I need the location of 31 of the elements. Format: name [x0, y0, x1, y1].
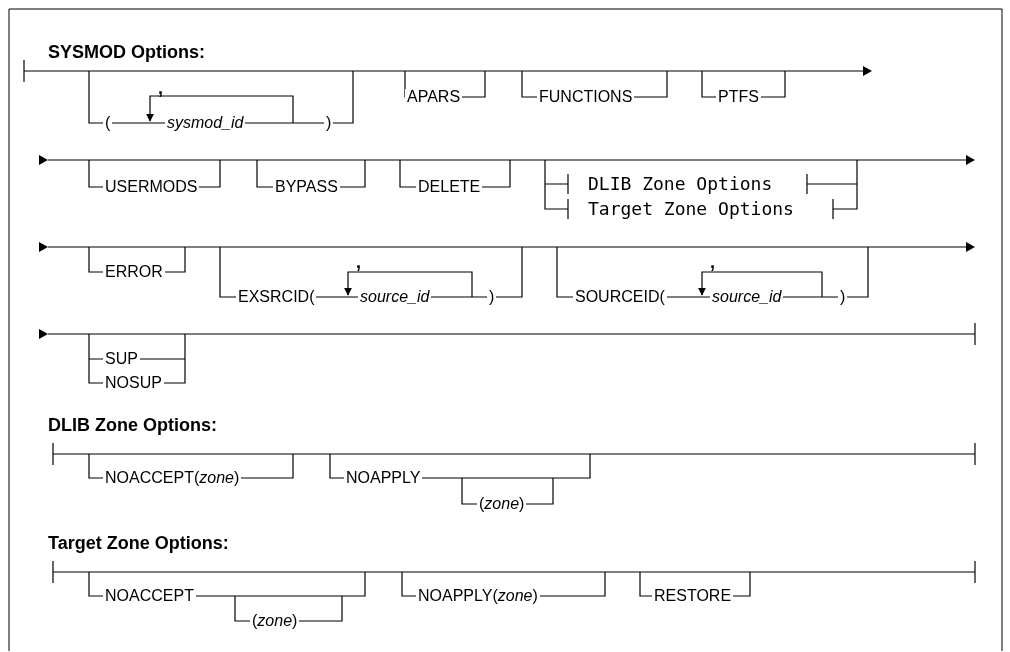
keyword-label: DELETE — [416, 179, 483, 195]
keyword-label: SUP — [103, 351, 140, 367]
repeat-separator: , — [356, 253, 361, 271]
section-heading: DLIB Zone Options: — [47, 416, 218, 434]
keyword-label: NOAPPLY(zone) — [416, 588, 540, 604]
keyword-label: SOURCEID( — [573, 289, 667, 305]
keyword-label: EXSRCID( — [236, 289, 317, 305]
keyword-label: NOACCEPT(zone) — [103, 470, 242, 486]
keyword-label: (zone) — [477, 496, 527, 512]
keyword-label: ( — [103, 115, 113, 131]
keyword-label: PTFS — [716, 89, 761, 105]
keyword-label: RESTORE — [652, 588, 734, 604]
variable-label: source_id — [710, 289, 784, 305]
keyword-label: ) — [487, 289, 497, 305]
keyword-label: FUNCTIONS — [537, 89, 635, 105]
variable-label: source_id — [358, 289, 432, 305]
keyword-label: APARS — [405, 89, 463, 105]
keyword-label: BYPASS — [273, 179, 340, 195]
keyword-label: ) — [324, 115, 334, 131]
section-heading: SYSMOD Options: — [47, 43, 206, 61]
keyword-label: NOACCEPT — [103, 588, 196, 604]
repeat-separator: , — [158, 79, 163, 97]
keyword-label: (zone) — [250, 613, 300, 629]
keyword-label: NOAPPLY — [344, 470, 423, 486]
section-heading: Target Zone Options: — [47, 534, 230, 552]
keyword-label: USERMODS — [103, 179, 200, 195]
keyword-label: ) — [838, 289, 848, 305]
variable-label: sysmod_id — [165, 115, 246, 131]
keyword-label: NOSUP — [103, 375, 164, 391]
repeat-separator: , — [710, 253, 715, 271]
keyword-label: ERROR — [103, 264, 165, 280]
